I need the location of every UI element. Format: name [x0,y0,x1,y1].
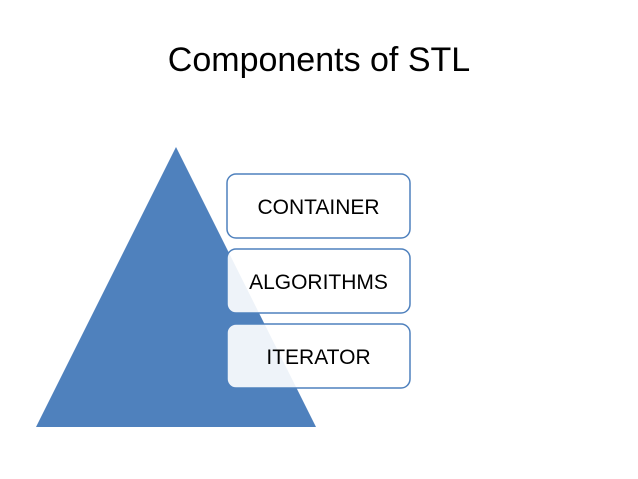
item-algorithms: ALGORITHMS [226,248,411,314]
slide-title: Components of STL [167,41,471,79]
item-iterator: ITERATOR [226,323,411,389]
item-box-container [226,173,411,239]
item-label-iterator: ITERATOR [266,346,370,369]
item-box-algorithms [226,248,411,314]
item-label-container: CONTAINER [257,196,379,219]
item-container: CONTAINER [226,173,411,239]
item-label-algorithms: ALGORITHMS [249,271,388,294]
item-box-iterator [226,323,411,389]
